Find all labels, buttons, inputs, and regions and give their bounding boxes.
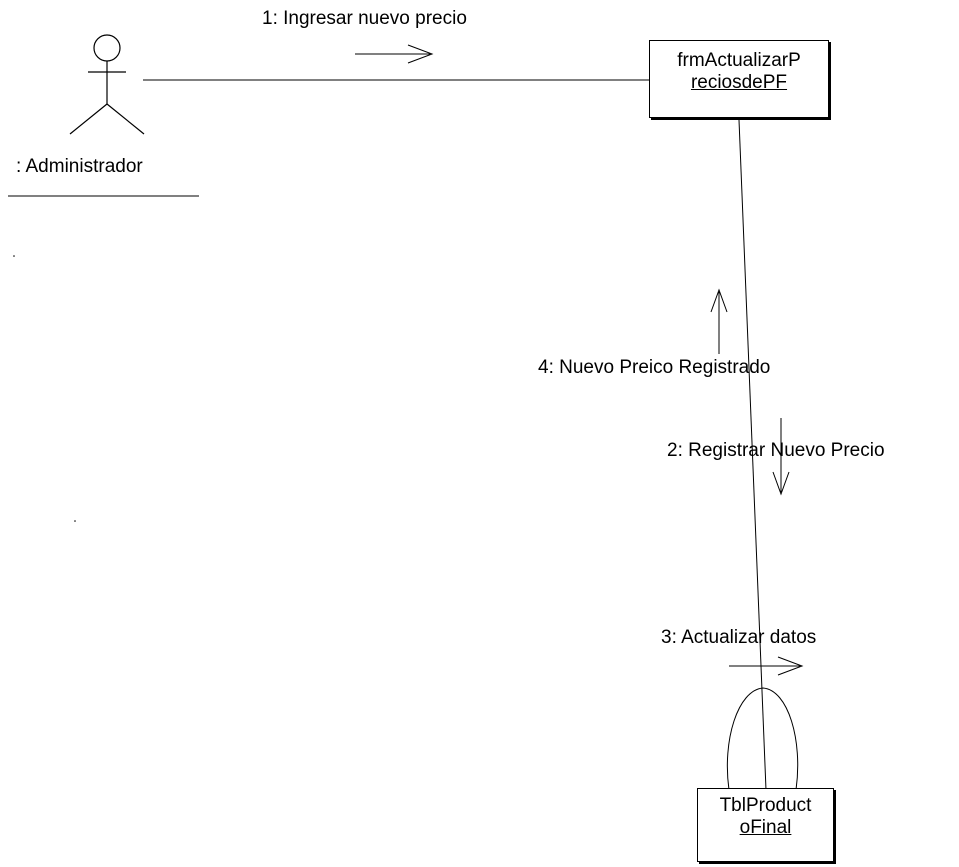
message-1-label: 1: Ingresar nuevo precio bbox=[262, 8, 467, 29]
message-4-arrow bbox=[710, 288, 728, 354]
message-2-label: 2: Registrar Nuevo Precio bbox=[667, 440, 885, 461]
table-object-name-line1: TblProduct bbox=[719, 795, 812, 816]
message-2-arrow bbox=[772, 418, 790, 496]
link-form-table[interactable] bbox=[738, 119, 767, 791]
scan-dot bbox=[74, 520, 76, 522]
actor-name: : Administrador bbox=[16, 156, 143, 177]
actor-left-leg bbox=[69, 103, 108, 135]
form-object[interactable]: frmActualizarP reciosdePF bbox=[649, 40, 829, 118]
table-object-name-line2: oFinal bbox=[739, 817, 792, 838]
actor-right-leg bbox=[106, 103, 145, 135]
actor-figure[interactable] bbox=[69, 34, 145, 135]
scan-dot bbox=[13, 255, 15, 257]
message-3-label: 3: Actualizar datos bbox=[661, 627, 817, 648]
actor-head bbox=[93, 34, 121, 62]
message-3-arrow bbox=[729, 656, 804, 676]
message-4-label: 4: Nuevo Preico Registrado bbox=[538, 357, 771, 378]
form-object-name-line1: frmActualizarP bbox=[677, 50, 801, 71]
message-1-arrow bbox=[355, 44, 434, 64]
form-object-name-line2: reciosdePF bbox=[690, 72, 788, 93]
self-link-loop[interactable] bbox=[726, 687, 799, 791]
table-object[interactable]: TblProduct oFinal bbox=[697, 788, 834, 862]
